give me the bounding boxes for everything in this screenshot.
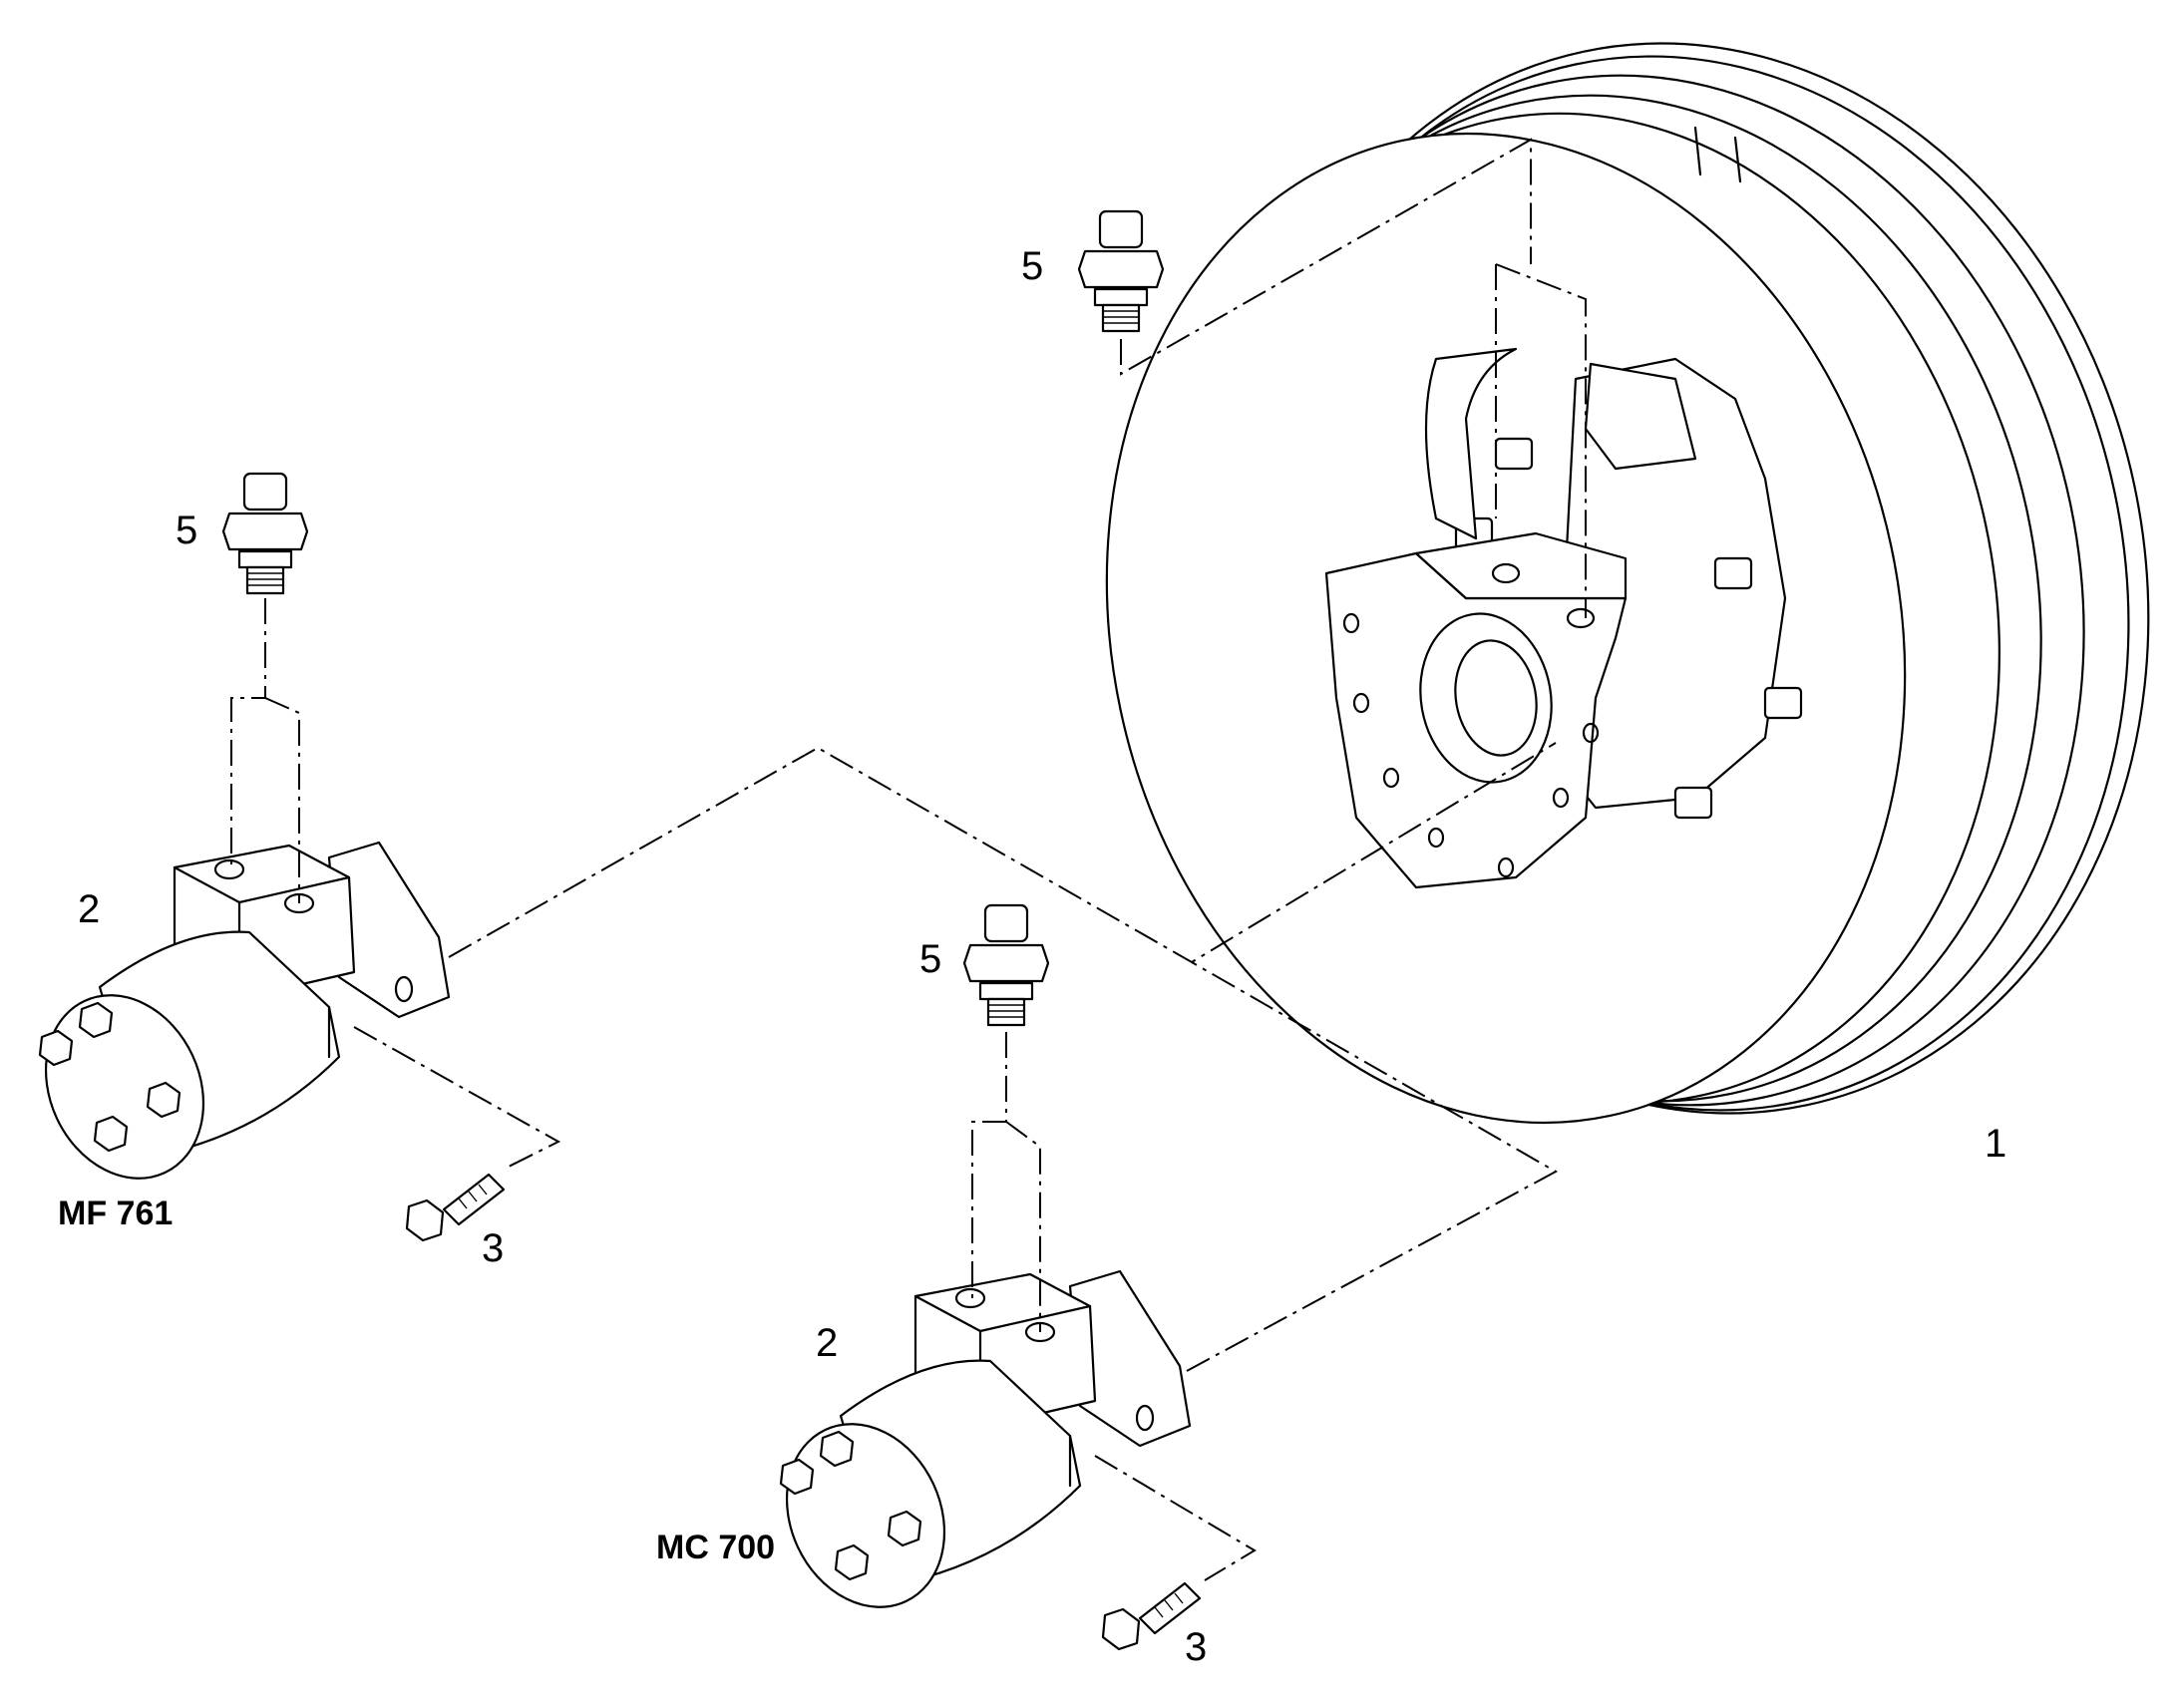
callout-wheel: 1 [1985,1122,2006,1166]
assembly-centerlines [230,138,1587,1581]
hydraulic-fitting-right [962,903,1050,1027]
callout-motor-left: 2 [78,887,100,931]
model-label-right: MC 700 [656,1529,775,1566]
callout-fitting-right: 5 [919,937,941,981]
hydraulic-motor-left [38,841,451,1180]
hydraulic-fitting-left [221,472,309,595]
callout-bolt-left: 3 [482,1226,504,1270]
callout-fitting-left: 5 [176,509,197,552]
drive-wheel [1105,42,2150,1125]
hydraulic-motor-right [779,1269,1192,1608]
callout-motor-right: 2 [816,1321,838,1365]
bolt-right [1101,1581,1202,1651]
callout-bolt-right: 3 [1185,1625,1207,1669]
bolt-left [405,1173,506,1242]
callout-fitting-top: 5 [1021,244,1043,288]
hydraulic-fitting-top [1077,209,1165,333]
model-label-left: MF 761 [58,1195,173,1232]
